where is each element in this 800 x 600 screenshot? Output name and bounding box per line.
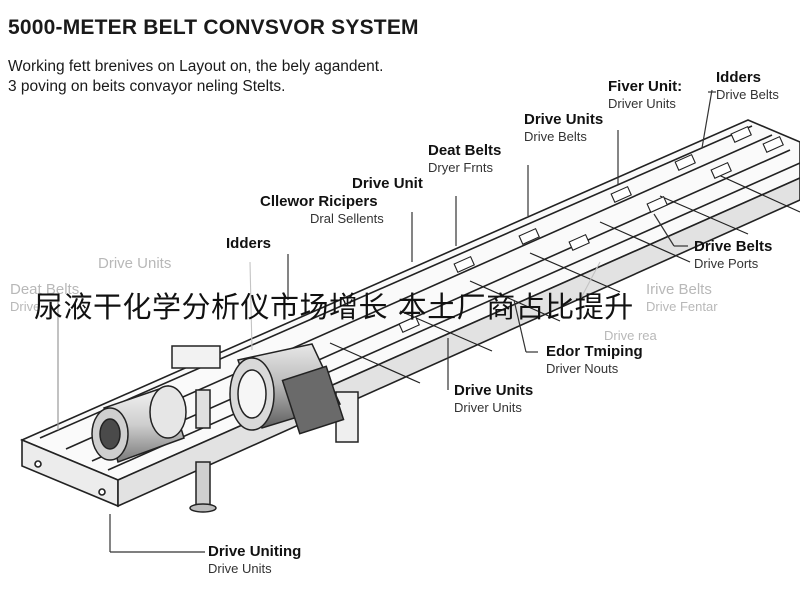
label-idders-mid: Idders xyxy=(226,235,272,252)
label-drive-rea: Drive rea xyxy=(604,328,657,343)
label-fiver-unit: Fiver Unit: Driver Units xyxy=(608,78,683,111)
label-cllewor-ricipers: Cllewor Ricipers Dral Sellents xyxy=(260,193,384,226)
subtitle-line-1: Working fett brenives on Layout on, the … xyxy=(8,58,384,75)
label-drive-uniting: Drive Uniting Drive Units xyxy=(208,543,302,576)
label-deat-belts-left: Deat Belts Drive xyxy=(10,281,80,314)
drive-assembly xyxy=(91,343,359,513)
subtitle-line-2: 3 poving on beits convayor neling Stelts… xyxy=(8,78,286,95)
label-drive-belts-right: Drive Belts Drive Ports xyxy=(694,238,773,271)
label-drive-unit: Drive Unit xyxy=(352,175,423,192)
label-irive-belts: Irive Belts Drive Fentar xyxy=(646,281,718,314)
diagram-title: 5000-METER BELT CONVSVOR SYSTEM xyxy=(8,16,419,39)
label-deat-belts: Deat Belts Dryer Frnts xyxy=(428,142,502,175)
leader-lines xyxy=(57,89,716,553)
faded-leader-lines xyxy=(249,261,601,351)
overlay-caption: 尿液干化学分析仪市场增长 本土厂商占比提升 xyxy=(34,290,634,324)
label-drive-units-faded: Drive Units xyxy=(98,255,172,272)
label-drive-units-low: Drive Units Driver Units xyxy=(454,382,534,415)
conveyor-frame xyxy=(19,119,800,508)
label-idders-top: Idders Drive Belts xyxy=(716,69,779,102)
label-edor-tmiping: Edor Tmiping Driver Nouts xyxy=(546,343,643,376)
label-drive-units-top: Drive Units Drive Belts xyxy=(524,111,604,144)
